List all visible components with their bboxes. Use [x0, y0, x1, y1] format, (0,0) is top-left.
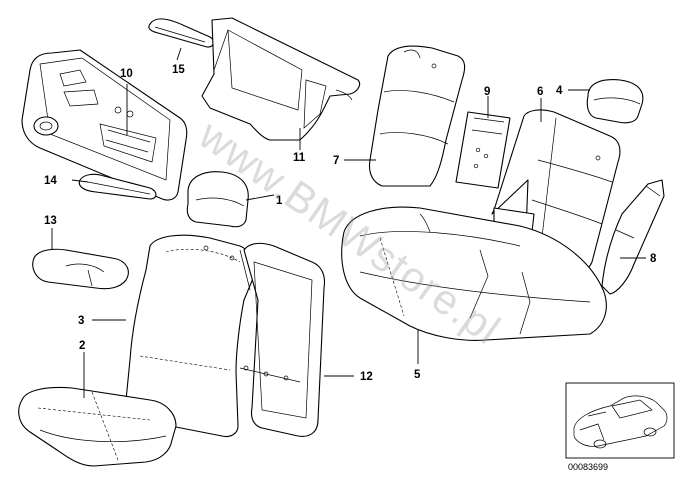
reference-code: 00083699 — [568, 462, 608, 472]
part-13-armrest-cushion[interactable] — [32, 248, 129, 290]
part-5-rear-cushion[interactable] — [341, 206, 607, 341]
thumbnail-frame — [565, 382, 675, 459]
part-3-front-backrest[interactable] — [125, 234, 255, 438]
callout-10: 10 — [120, 68, 133, 80]
callout-6: 6 — [537, 86, 543, 98]
callout-5: 5 — [414, 369, 421, 381]
part-14-armrest-strip[interactable] — [78, 173, 157, 200]
part-15-trim-strip[interactable] — [148, 18, 215, 48]
callout-15: 15 — [172, 64, 185, 76]
part-12-backrest-panel[interactable] — [239, 242, 326, 437]
callout-8: 8 — [650, 253, 657, 265]
part-7-rear-backrest[interactable] — [368, 45, 466, 187]
reference-thumbnail: 00083699 — [565, 382, 675, 472]
callout-7: 7 — [333, 155, 339, 167]
callout-9: 9 — [484, 86, 490, 98]
part-9-trim-plate[interactable] — [455, 111, 511, 189]
part-2-front-cushion[interactable] — [18, 386, 177, 467]
part-11-side-trim[interactable] — [201, 17, 361, 141]
leader-lines — [51, 47, 646, 398]
part-1-headrest[interactable] — [186, 171, 249, 228]
callout-1: 1 — [276, 195, 283, 207]
callout-13: 13 — [44, 215, 57, 227]
callout-2: 2 — [79, 340, 85, 352]
callout-14: 14 — [44, 175, 57, 187]
part-4-rear-headrest[interactable] — [586, 79, 644, 124]
callout-labels: 15 10 14 11 1 13 3 2 12 7 9 6 4 8 5 — [44, 64, 657, 383]
callout-12: 12 — [360, 371, 373, 383]
part-10-door-panel[interactable] — [21, 49, 188, 201]
callout-4: 4 — [556, 85, 563, 97]
callout-11: 11 — [293, 152, 306, 164]
part-8-side-bolster[interactable] — [601, 179, 665, 295]
callout-3: 3 — [78, 315, 84, 327]
car-icon — [573, 395, 668, 449]
